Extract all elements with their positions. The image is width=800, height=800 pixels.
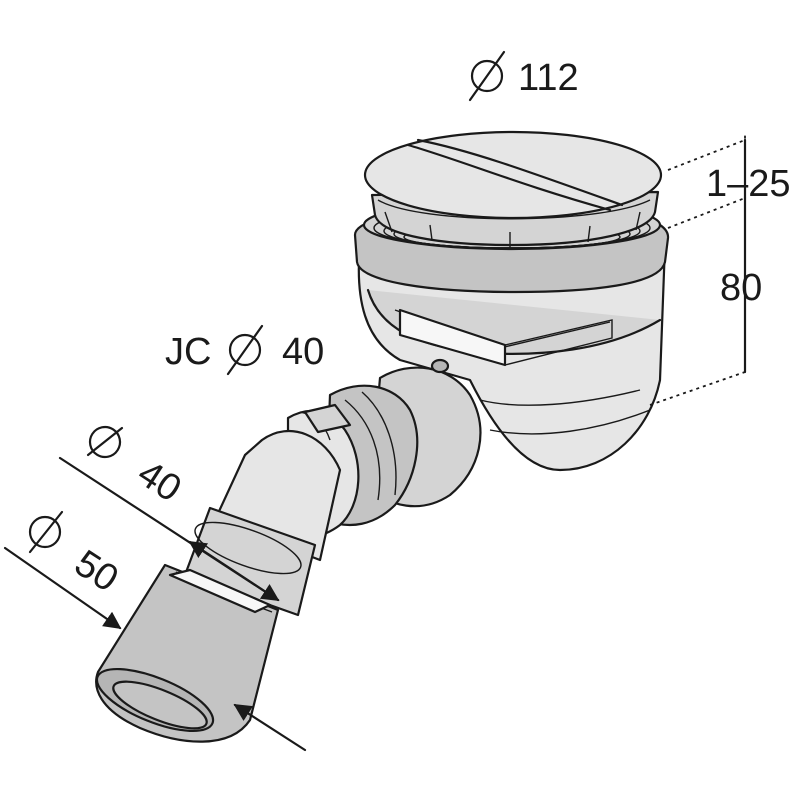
diameter-symbol-50: [28, 510, 64, 554]
diameter-symbol-112: [468, 50, 506, 102]
diameter-symbol-40: [86, 425, 124, 459]
height-label: 80: [720, 267, 762, 309]
trap-body: [357, 243, 667, 472]
jc-prefix-label: JC: [165, 331, 211, 373]
cover-diameter-label: 112: [518, 57, 579, 99]
outlet-inner-label: 40: [130, 452, 188, 510]
cover-cap: [363, 130, 663, 248]
outlet-outer-label: 50: [67, 542, 125, 600]
height-adjust-label: 1–25: [706, 163, 791, 205]
outlet-pipe: [95, 430, 342, 743]
dimension-lines: [3, 135, 747, 752]
diameter-symbol-jc40: [226, 324, 264, 376]
jc-diameter-label: 40: [282, 331, 324, 373]
